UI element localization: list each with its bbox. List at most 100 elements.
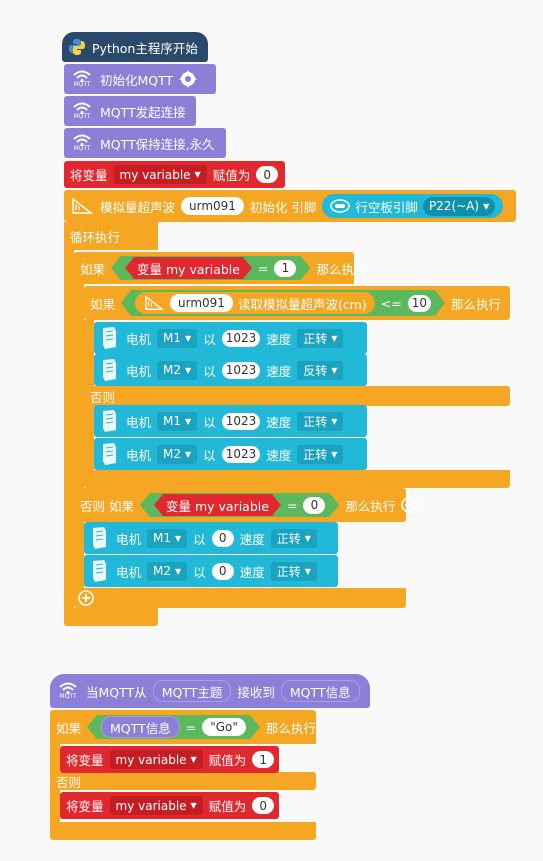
- set-variable-block[interactable]: 将变量 my variable▼ 赋值为 1: [60, 746, 279, 773]
- motor-icon: [103, 359, 116, 381]
- speed-input[interactable]: 1023: [221, 329, 261, 347]
- speed-input[interactable]: 0: [211, 529, 234, 547]
- compare-value-input[interactable]: 0: [303, 497, 325, 514]
- if1-condition[interactable]: 变量 my variable = 1: [111, 256, 310, 280]
- mqtt-topic-reporter[interactable]: MQTT主题: [152, 680, 232, 702]
- chevron-down-icon: ▼: [331, 365, 338, 375]
- equals-operator: =: [257, 260, 269, 276]
- motor-id-dropdown[interactable]: M1▼: [157, 411, 198, 431]
- mqtt-connect-block[interactable]: MQTT MQTT发起连接: [64, 96, 196, 126]
- mqtt-else-row: 否则: [50, 772, 87, 790]
- minus-circle-icon[interactable]: [401, 497, 418, 513]
- if1-label: 如果: [80, 261, 106, 277]
- variable-dropdown[interactable]: my variable▼: [113, 165, 207, 184]
- mqtt-icon-text: MQTT: [59, 693, 77, 700]
- direction-dropdown[interactable]: 正转▼: [297, 444, 344, 464]
- init-pin-label: 初始化 引脚: [249, 199, 317, 215]
- set-variable-label: 将变量: [66, 799, 104, 814]
- if2-footer: [84, 470, 510, 488]
- variable-name: my variable: [115, 752, 187, 767]
- mqtt-message-reporter[interactable]: MQTT信息: [101, 716, 180, 738]
- direction-dropdown[interactable]: 正转▼: [270, 528, 317, 548]
- motor-block[interactable]: 电机 M2▼ 以 1023 速度 反转▼: [94, 354, 367, 386]
- direction-dropdown[interactable]: 正转▼: [297, 411, 344, 431]
- then-label: 那么执行: [316, 261, 367, 277]
- motor-id-dropdown[interactable]: M1▼: [147, 528, 188, 548]
- motor-label: 电机: [126, 363, 152, 379]
- pin-dropdown[interactable]: P22(~A)▼: [422, 196, 496, 216]
- if1-arm: [74, 284, 84, 590]
- motor-block[interactable]: 电机 M1▼ 以 0 速度 正转▼: [84, 522, 338, 554]
- speed-input[interactable]: 1023: [221, 445, 261, 463]
- speed-label: 速度: [266, 331, 292, 347]
- python-start-block[interactable]: Python主程序开始: [62, 32, 208, 62]
- mqtt-else-bar: [50, 772, 316, 790]
- speed-label: 速度: [239, 564, 265, 580]
- sensor-name-input[interactable]: urm091: [170, 294, 233, 312]
- by-label: 以: [193, 564, 206, 580]
- speed-input[interactable]: 1023: [221, 412, 261, 430]
- motor-block[interactable]: 电机 M1▼ 以 1023 速度 正转▼: [94, 322, 367, 354]
- mqtt-message-reporter[interactable]: MQTT信息: [280, 680, 360, 702]
- value-input[interactable]: 0: [252, 797, 275, 814]
- else-row: 否则: [84, 386, 121, 406]
- received-label: 接收到: [237, 684, 275, 700]
- value-input[interactable]: 0: [256, 166, 279, 183]
- variable-reporter[interactable]: 变量 my variable: [125, 257, 252, 279]
- board-icon: [330, 199, 351, 213]
- if1-row: 如果 变量 my variable = 1 那么执行: [74, 252, 372, 284]
- by-label: 以: [203, 414, 216, 430]
- ultrasonic-read-reporter[interactable]: urm091 读取模拟量超声波(cm): [135, 292, 375, 314]
- mqtt-keep-label: MQTT保持连接,永久: [100, 136, 215, 152]
- if1-footer: [74, 588, 406, 608]
- mqtt-init-block[interactable]: MQTT 初始化MQTT: [64, 64, 216, 94]
- direction-dropdown[interactable]: 反转▼: [297, 360, 344, 380]
- set-variable-block[interactable]: 将变量 my variable▼ 赋值为 0: [64, 161, 285, 188]
- motor-block[interactable]: 电机 M1▼ 以 1023 速度 正转▼: [94, 405, 367, 437]
- gear-icon[interactable]: [179, 70, 198, 88]
- sensor-name-input[interactable]: urm091: [181, 197, 244, 215]
- mqtt-icon-text: MQTT: [73, 145, 91, 152]
- motor-id-dropdown[interactable]: M2▼: [147, 561, 188, 581]
- variable-dropdown[interactable]: my variable▼: [109, 750, 203, 769]
- else-if-label: 否则 如果: [80, 498, 134, 514]
- threshold-input[interactable]: 10: [408, 295, 431, 312]
- if2-condition[interactable]: urm091 读取模拟量超声波(cm) <= 10: [121, 290, 445, 316]
- motor-id: M2: [153, 564, 172, 578]
- forever-footer: [64, 608, 158, 626]
- when-from-label: 当MQTT从: [86, 684, 147, 700]
- motor-id: M1: [153, 531, 172, 545]
- compare-value-input[interactable]: 1: [274, 260, 296, 277]
- direction-dropdown[interactable]: 正转▼: [297, 328, 344, 348]
- value-input[interactable]: 1: [252, 751, 275, 768]
- board-pin-label: 行空板引脚: [355, 199, 418, 215]
- speed-input[interactable]: 1023: [221, 361, 261, 379]
- motor-id: M2: [163, 447, 182, 461]
- mqtt-keep-block[interactable]: MQTT MQTT保持连接,永久: [64, 128, 226, 158]
- then-label: 那么执行: [265, 720, 316, 736]
- variable-reporter[interactable]: 变量 my variable: [154, 494, 281, 516]
- ultrasonic-sensor-icon: [72, 197, 94, 214]
- chevron-down-icon: ▼: [185, 416, 192, 426]
- mqtt-if-condition[interactable]: MQTT信息 = "Go": [87, 715, 260, 739]
- motor-id-dropdown[interactable]: M2▼: [157, 444, 198, 464]
- motor-block[interactable]: 电机 M2▼ 以 0 速度 正转▼: [84, 555, 338, 587]
- mqtt-receive-hat[interactable]: MQTT 当MQTT从 MQTT主题 接收到 MQTT信息: [50, 674, 370, 708]
- board-pin-reporter[interactable]: 行空板引脚 P22(~A)▼: [322, 194, 504, 218]
- plus-circle-icon[interactable]: [78, 590, 94, 606]
- motor-label: 电机: [126, 447, 152, 463]
- set-variable-block[interactable]: 将变量 my variable▼ 赋值为 0: [60, 792, 279, 819]
- direction-dropdown[interactable]: 正转▼: [270, 561, 317, 581]
- speed-input[interactable]: 0: [211, 562, 234, 580]
- motor-block[interactable]: 电机 M2▼ 以 1023 速度 正转▼: [94, 438, 367, 470]
- motor-id-dropdown[interactable]: M2▼: [157, 360, 198, 380]
- chevron-down-icon: ▼: [304, 533, 311, 543]
- else-if-condition[interactable]: 变量 my variable = 0: [140, 493, 339, 517]
- ultrasonic-init-block[interactable]: 模拟量超声波 urm091 初始化 引脚 行空板引脚 P22(~A)▼: [64, 190, 516, 222]
- direction-value: 正转: [303, 447, 328, 462]
- compare-string-input[interactable]: "Go": [202, 718, 246, 736]
- forever-header[interactable]: [64, 222, 158, 250]
- speed-label: 速度: [266, 447, 292, 463]
- motor-id-dropdown[interactable]: M1▼: [157, 328, 198, 348]
- variable-dropdown[interactable]: my variable▼: [109, 796, 203, 815]
